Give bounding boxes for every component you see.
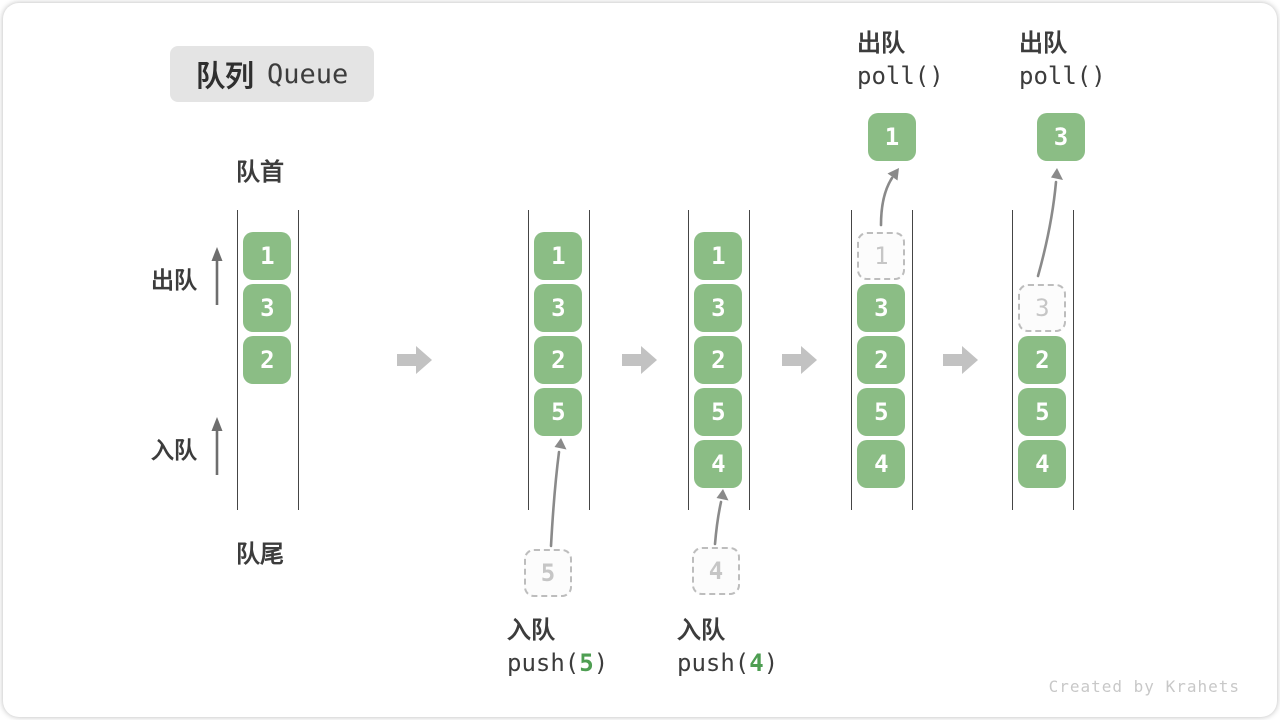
push-arg: 4 [749,649,764,677]
flow-arrow-icon [943,346,978,374]
queue-block: 2 [857,336,906,384]
queue-column-4: 1 3 2 5 4 [851,210,913,510]
queue-block: 4 [694,440,743,488]
flow-arrow-icon [622,346,657,374]
push-fn: push( [677,649,750,677]
enqueue-operation-caption: 入队 push(5) [507,613,608,679]
dequeue-path-arrow-icon [1036,168,1063,278]
queue-block: 3 [243,284,292,332]
push-arg: 5 [579,649,594,677]
dequeue-label: 出队 [857,29,905,57]
queue-block: 3 [694,284,743,332]
queue-block: 4 [1018,440,1067,488]
queue-rear-label: 队尾 [236,540,284,568]
queue-block: 1 [243,232,292,280]
enqueue-path-arrow-icon [713,489,729,546]
enqueue-operation-caption: 入队 push(4) [677,613,778,679]
queue-column-5: 3 2 5 4 [1012,210,1074,510]
removed-element-box: 1 [857,232,906,280]
queue-column-1: 1 3 2 [237,210,299,510]
enqueue-path-arrow-icon [549,438,567,548]
dequeue-side-label: 出队 [151,268,197,294]
dequeue-operation-caption: 出队 poll() [857,26,944,92]
queue-front-label: 队首 [236,158,284,186]
poll-code-label: poll() [1019,62,1106,90]
watermark: Created by Krahets [1048,677,1240,696]
push-code-label: push(5) [507,647,608,679]
queue-block: 3 [534,284,583,332]
queue-block: 2 [534,336,583,384]
dequeue-direction-arrow-icon [211,247,223,305]
title-badge: 队列 Queue [170,46,375,102]
incoming-element-box: 4 [692,547,740,595]
dequeue-label: 出队 [1019,29,1067,57]
queue-block: 3 [857,284,906,332]
dequeued-element-block: 3 [1037,113,1085,161]
dequeue-operation-caption: 出队 poll() [1019,26,1106,92]
queue-block: 5 [857,388,906,436]
queue-block: 5 [694,388,743,436]
queue-block: 4 [857,440,906,488]
enqueue-label: 入队 [677,616,725,644]
title-english: Queue [267,58,349,90]
incoming-element-box: 5 [524,549,572,597]
title-chinese: 队列 [196,59,255,93]
flow-arrow-icon [397,346,432,374]
enqueue-label: 入队 [507,616,555,644]
push-close: ) [763,649,779,677]
push-fn: push( [507,649,580,677]
dequeue-path-arrow-icon [879,168,899,227]
poll-code-label: poll() [857,62,944,90]
enqueue-side-label: 入队 [151,438,197,464]
queue-block: 5 [1018,388,1067,436]
queue-block: 2 [1018,336,1067,384]
removed-element-box: 3 [1018,284,1067,332]
queue-block: 1 [694,232,743,280]
queue-block: 5 [534,388,583,436]
queue-block: 2 [694,336,743,384]
queue-column-2: 1 3 2 5 [528,210,590,510]
enqueue-direction-arrow-icon [211,417,223,475]
queue-column-3: 1 3 2 5 4 [688,210,750,510]
flow-arrow-icon [782,346,817,374]
dequeued-element-block: 1 [868,113,916,161]
push-close: ) [593,649,609,677]
queue-block: 2 [243,336,292,384]
queue-block: 1 [534,232,583,280]
push-code-label: push(4) [677,647,778,679]
